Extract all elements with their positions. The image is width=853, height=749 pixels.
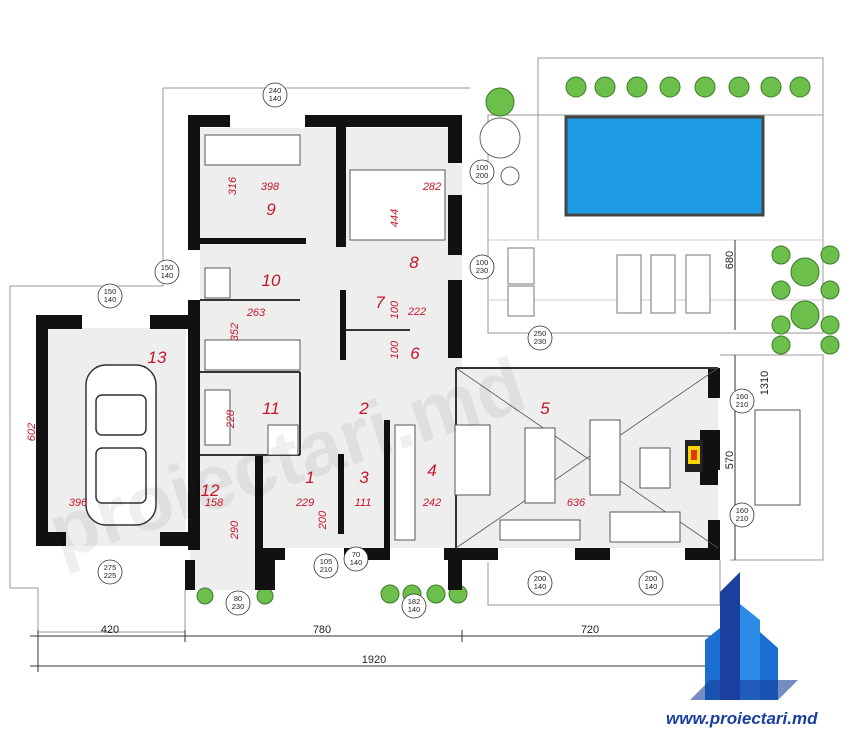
opening-garage-w: 150: [104, 287, 117, 296]
dim-r4-w: 242: [422, 497, 441, 509]
dim-r8-w: 282: [422, 181, 441, 193]
dim-r11-h: 228: [225, 409, 237, 429]
room-5: 5: [540, 399, 550, 418]
opening-bed-h: 200: [476, 171, 489, 180]
opening-front-w: 182: [408, 597, 421, 606]
car: [85, 364, 157, 526]
dim-r13-h: 602: [26, 423, 38, 441]
room-13: 13: [148, 348, 167, 367]
dim-r7-h: 100: [389, 300, 401, 319]
room-4: 4: [427, 461, 436, 480]
dim-side-w: 570: [724, 451, 736, 469]
opening-front-h: 140: [408, 605, 421, 614]
dim-r1-w: 229: [295, 497, 314, 509]
brand-url: www.proiectari.md: [666, 709, 818, 728]
room-8: 8: [409, 253, 419, 272]
room-10: 10: [262, 271, 281, 290]
fireplace: [685, 430, 718, 485]
opening-living-b2-w: 200: [645, 574, 658, 583]
dim-r9-h: 316: [227, 176, 239, 195]
room-2: 2: [358, 399, 369, 418]
trees: [196, 76, 840, 605]
opening-living-top-h: 230: [534, 337, 547, 346]
dim-r1-h: 200: [317, 510, 329, 530]
dim-r12-h: 290: [229, 520, 241, 540]
opening-left-h: 140: [161, 271, 174, 280]
site-outline: [9, 57, 824, 633]
opening-kitchen-w: 70: [352, 550, 360, 559]
opening-living-top-w: 250: [534, 329, 547, 338]
dim-side-h: 1310: [759, 371, 771, 395]
round-table: [479, 117, 521, 186]
opening-markers: [97, 82, 755, 619]
dim-r7-w: 222: [407, 306, 426, 318]
opening-bath-h: 230: [232, 602, 245, 611]
opening-garage-h: 140: [104, 295, 117, 304]
dim-420: 420: [101, 624, 119, 636]
opening-living-r2-w: 160: [736, 506, 749, 515]
room-1: 1: [305, 468, 314, 487]
opening-living-r2-h: 210: [736, 514, 749, 523]
dim-1920: 1920: [362, 654, 386, 666]
room-3: 3: [359, 468, 369, 487]
room-9: 9: [266, 200, 276, 219]
dim-780: 780: [313, 624, 331, 636]
dim-r12-w: 158: [205, 497, 224, 509]
dim-r10-w: 263: [246, 307, 266, 319]
dim-720: 720: [581, 624, 599, 636]
opening-left-w: 150: [161, 263, 174, 272]
sun-loungers: [507, 247, 711, 317]
opening-entry-w: 105: [320, 557, 333, 566]
opening-kitchen-h: 140: [350, 558, 363, 567]
opening-living-r1-w: 160: [736, 392, 749, 401]
room-11: 11: [262, 399, 280, 418]
opening-top-h: 140: [269, 94, 282, 103]
furniture: [204, 134, 801, 543]
dim-r5-w: 636: [567, 497, 586, 509]
opening-bath-w: 80: [234, 594, 242, 603]
dim-r9-w: 398: [261, 181, 280, 193]
dim-r13-w: 396: [69, 497, 88, 509]
opening-living-b1-h: 140: [534, 582, 547, 591]
opening-bed-w: 100: [476, 163, 489, 172]
dim-r8-h: 444: [389, 209, 401, 227]
dim-r3-w: 111: [355, 497, 372, 509]
opening-entry-h: 210: [320, 565, 333, 574]
pool: [564, 115, 765, 217]
opening-living-b1-w: 200: [534, 574, 547, 583]
dim-r6-h: 100: [389, 340, 401, 359]
opening-garage-door-h: 225: [104, 571, 117, 580]
opening-garage-door-w: 275: [104, 563, 117, 572]
opening-top-w: 240: [269, 86, 282, 95]
room-6: 6: [410, 344, 420, 363]
opening-living-r1-h: 210: [736, 400, 749, 409]
opening-bed2-h: 230: [476, 266, 489, 275]
room-12: 12: [201, 481, 220, 500]
brand-logo: [690, 572, 798, 700]
opening-bed2-w: 100: [476, 258, 489, 267]
dimension-lines: [30, 240, 736, 672]
dim-r10-h: 352: [229, 323, 241, 341]
room-7: 7: [375, 293, 385, 312]
dim-terrace-h: 680: [724, 251, 736, 269]
opening-living-b2-h: 140: [645, 582, 658, 591]
